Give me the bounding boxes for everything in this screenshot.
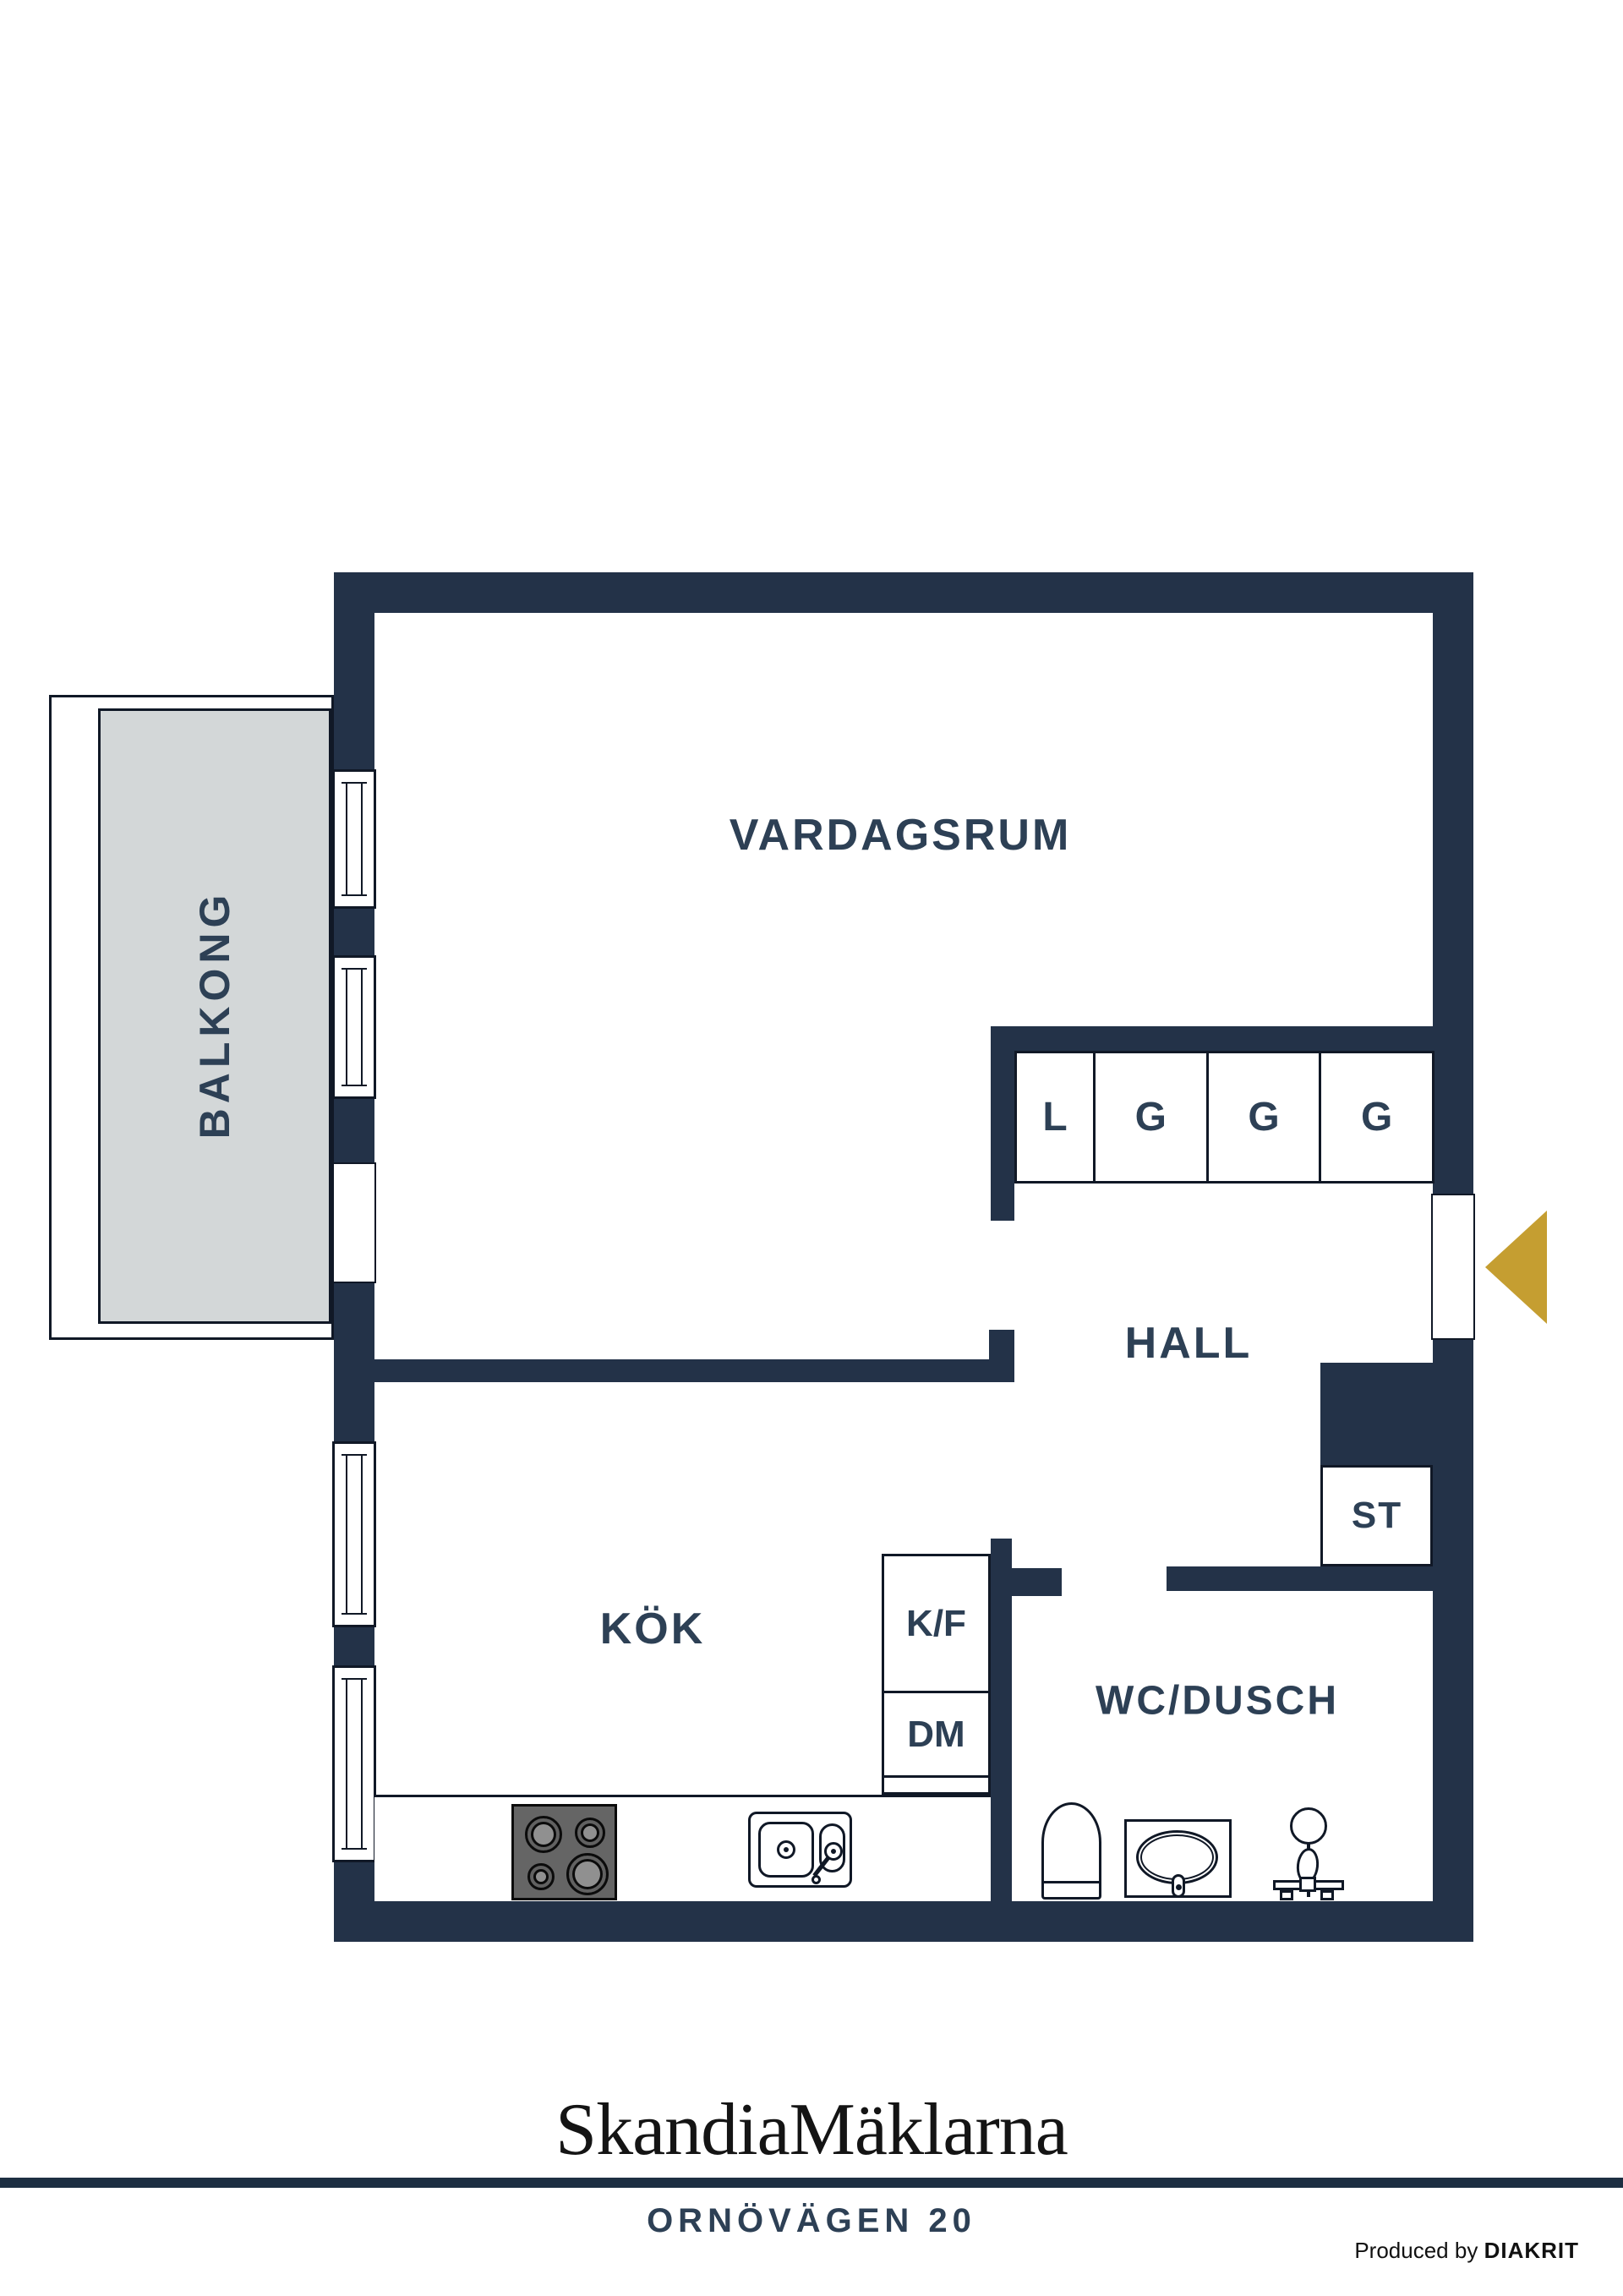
window-icon	[332, 955, 376, 1099]
closet-label: G	[1134, 1095, 1167, 1140]
column-spacer	[884, 1778, 988, 1792]
window-sash	[346, 968, 363, 1086]
wall-left-seg6	[334, 1862, 374, 1942]
closet-G2: G	[1205, 1053, 1320, 1181]
appliance-column: K/F DM	[882, 1554, 991, 1795]
window-icon	[332, 1665, 376, 1862]
window-icon	[332, 769, 376, 909]
produced-by: Produced by DIAKRIT	[1354, 2237, 1579, 2264]
dishwasher-label: DM	[907, 1713, 965, 1755]
producer-name: DIAKRIT	[1484, 2238, 1579, 2263]
room-label-balkong: BALKONG	[191, 889, 238, 1140]
wall-left-seg2	[334, 909, 374, 955]
balcony-floor	[98, 708, 331, 1324]
stove-icon	[511, 1804, 617, 1900]
room-label-hall: HALL	[1124, 1319, 1253, 1368]
wall-wc-doorjamb	[1012, 1568, 1062, 1596]
balcony-door-opening	[332, 1162, 376, 1283]
fridge-freezer-label: K/F	[906, 1602, 966, 1644]
wall-kok-right	[991, 1539, 1012, 1902]
fridge-freezer-box: K/F	[884, 1556, 988, 1693]
closet-L: L	[1017, 1053, 1093, 1181]
window-sash	[346, 782, 363, 896]
closet-G3: G	[1319, 1053, 1432, 1181]
closet-G1: G	[1093, 1053, 1206, 1181]
closet-label: G	[1248, 1095, 1280, 1140]
bathroom-sink-icon	[1124, 1819, 1232, 1898]
dishwasher-box: DM	[884, 1693, 988, 1778]
room-label-wc-dusch: WC/DUSCH	[1096, 1678, 1339, 1724]
wall-vardagsrum-hall	[991, 1026, 1014, 1221]
window-sash	[346, 1678, 363, 1850]
shower-icon	[1268, 1807, 1352, 1902]
toilet-icon	[1041, 1802, 1101, 1900]
kitchen-counter	[374, 1795, 991, 1901]
wall-right-upper	[1433, 572, 1473, 1194]
wall-left-seg1	[334, 572, 374, 769]
kitchen-sink-icon	[748, 1812, 852, 1888]
closet-row: L G G G	[1014, 1051, 1434, 1184]
wall-kok-doorjamb-stub	[989, 1330, 1014, 1362]
wall-bottom	[334, 1901, 1473, 1942]
wall-left-seg5	[334, 1627, 374, 1665]
wall-vardagsrum-kok	[374, 1359, 1014, 1382]
window-icon	[332, 1441, 376, 1627]
produced-by-label: Produced by	[1354, 2238, 1484, 2263]
footer-divider	[0, 2178, 1623, 2188]
closet-label: G	[1361, 1095, 1393, 1140]
wall-left-seg3	[334, 1099, 374, 1162]
entrance-arrow-icon	[1485, 1211, 1547, 1324]
entrance-door-opening	[1431, 1194, 1475, 1340]
room-label-vardagsrum: VARDAGSRUM	[729, 811, 1072, 860]
wall-hall-wc	[1167, 1566, 1473, 1591]
brand-logo: SkandiaMäklarna	[555, 2089, 1068, 2171]
closet-label: L	[1042, 1095, 1068, 1140]
wall-closet-top	[991, 1026, 1437, 1051]
window-sash	[346, 1454, 363, 1615]
wall-top	[334, 572, 1473, 613]
st-closet	[1320, 1465, 1433, 1566]
room-label-st: ST	[1351, 1495, 1403, 1536]
wall-st-block	[1320, 1363, 1473, 1465]
room-label-kok: KÖK	[599, 1604, 706, 1654]
wall-left-seg4	[334, 1283, 374, 1441]
address-text: ORNÖVÄGEN 20	[647, 2202, 976, 2239]
